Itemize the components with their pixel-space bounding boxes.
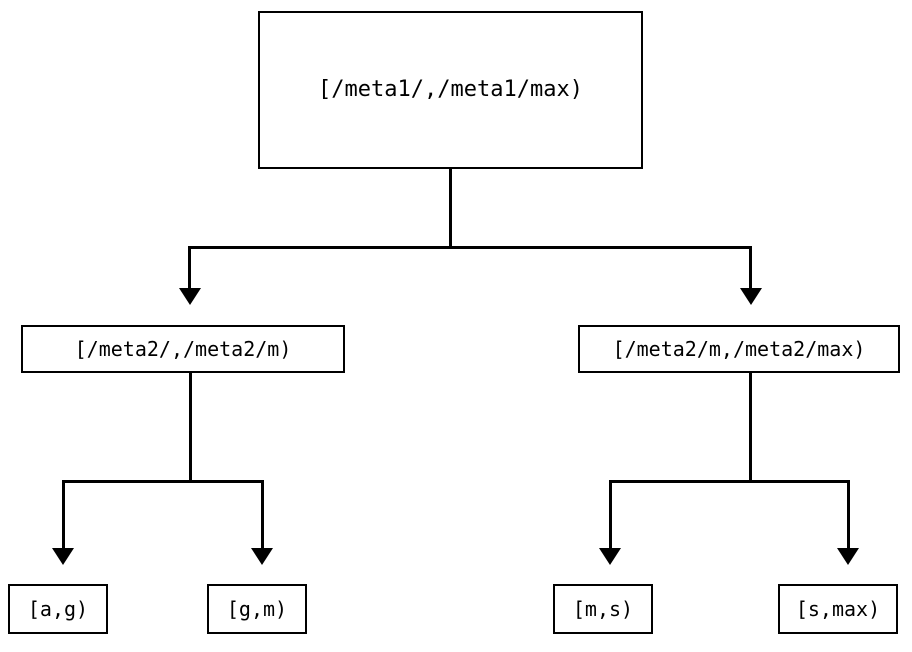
tree-node-mid-left-label: [/meta2/,/meta2/m): [74, 337, 292, 361]
tree-node-leaf-smax[interactable]: [s,max): [778, 584, 898, 634]
edge-root-horizontal-bar: [189, 246, 752, 249]
tree-node-root[interactable]: [/meta1/,/meta1/max): [258, 11, 643, 169]
tree-node-leaf-gm[interactable]: [g,m): [207, 584, 307, 634]
edge-mid-right-horizontal-bar: [609, 480, 850, 483]
tree-node-mid-left[interactable]: [/meta2/,/meta2/m): [21, 325, 345, 373]
tree-node-mid-right-label: [/meta2/m,/meta2/max): [612, 337, 866, 361]
arrowhead-icon-leaf-ms: [599, 548, 621, 565]
tree-node-leaf-ms[interactable]: [m,s): [553, 584, 653, 634]
edge-root-to-mid-right: [749, 246, 752, 288]
tree-node-leaf-ms-label: [m,s): [572, 597, 634, 621]
edge-mid-left-to-leaf-ag: [62, 480, 65, 548]
arrowhead-icon-leaf-smax: [837, 548, 859, 565]
tree-node-leaf-ag-label: [a,g): [27, 597, 89, 621]
tree-node-mid-right[interactable]: [/meta2/m,/meta2/max): [578, 325, 900, 373]
edge-mid-right-to-leaf-smax: [847, 480, 850, 548]
edge-root-stem: [449, 169, 452, 248]
tree-node-leaf-gm-label: [g,m): [226, 597, 288, 621]
edge-mid-right-to-leaf-ms: [609, 480, 612, 548]
tree-node-leaf-smax-label: [s,max): [795, 597, 881, 621]
edge-mid-left-to-leaf-gm: [261, 480, 264, 548]
arrowhead-icon-leaf-ag: [52, 548, 74, 565]
edge-mid-right-stem: [749, 373, 752, 483]
arrowhead-icon-leaf-gm: [251, 548, 273, 565]
arrowhead-icon-mid-right: [740, 288, 762, 305]
edge-mid-left-horizontal-bar: [62, 480, 264, 483]
edge-mid-left-stem: [189, 373, 192, 483]
arrowhead-icon-mid-left: [179, 288, 201, 305]
tree-node-root-label: [/meta1/,/meta1/max): [318, 77, 583, 102]
edge-root-to-mid-left: [188, 246, 191, 288]
tree-node-leaf-ag[interactable]: [a,g): [8, 584, 108, 634]
